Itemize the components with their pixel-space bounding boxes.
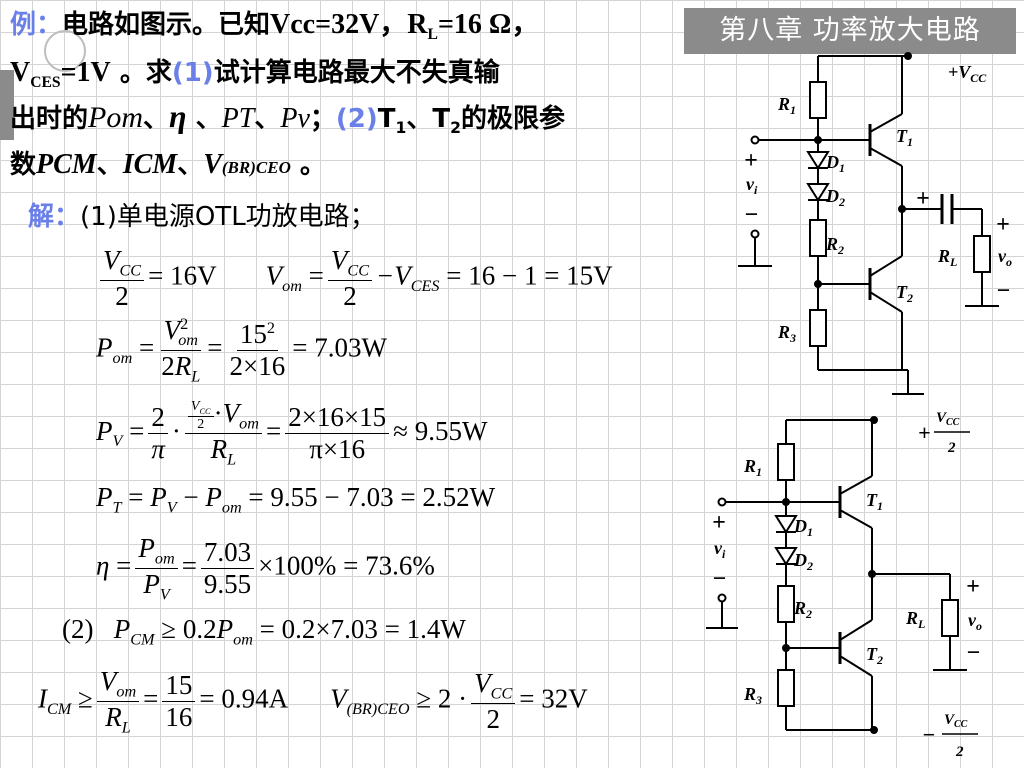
- svg-text:D2: D2: [825, 186, 845, 209]
- resistor-r3: [809, 309, 827, 347]
- svg-text:RL: RL: [905, 608, 925, 631]
- problem-line-3: 出时的Pom、η 、PT、Pv；(2)T1、T2的极限参: [10, 98, 566, 138]
- example-label: 例：: [10, 10, 63, 40]
- svg-text:R1: R1: [743, 456, 762, 479]
- svg-text:T1: T1: [896, 126, 913, 149]
- chapter-title: 第八章 功率放大电路: [684, 8, 1016, 54]
- resistor-r3-b: [777, 669, 795, 707]
- diode-d1: [806, 151, 830, 170]
- svg-text:VCC: VCC: [936, 410, 960, 428]
- svg-text:T2: T2: [896, 282, 913, 305]
- svg-text:VCC: VCC: [944, 712, 968, 730]
- svg-text:RL: RL: [937, 246, 957, 269]
- svg-text:vo: vo: [968, 610, 982, 633]
- sidebar-bar: [0, 70, 14, 140]
- svg-text:R1: R1: [777, 94, 796, 117]
- svg-text:+: +: [744, 148, 758, 174]
- resistor-r1: [809, 81, 827, 119]
- equation-6: (2) PCM ≥ 0.2Pom = 0.2×7.03 = 1.4W: [62, 614, 466, 649]
- diode-d2: [806, 183, 830, 202]
- svg-text:+: +: [996, 212, 1010, 238]
- otl-circuit-diagram: +VCC R1 T1 D1 D2 R2 T2 R3 RL vi vo + − +…: [738, 52, 1012, 395]
- decorative-ring: [44, 30, 86, 72]
- resistor-r2-b: [777, 585, 795, 623]
- resistor-r2: [809, 219, 827, 257]
- svg-text:−: −: [922, 722, 935, 747]
- problem-line-4: 数PCM、ICM、V(BR)CEO 。: [10, 149, 326, 180]
- svg-text:R3: R3: [743, 684, 762, 707]
- svg-text:D2: D2: [793, 550, 813, 573]
- resistor-rl-b: [941, 599, 959, 637]
- solution-label: 解：: [28, 202, 81, 232]
- svg-text:T2: T2: [866, 644, 883, 667]
- resistor-rl: [973, 235, 991, 273]
- svg-text:R3: R3: [777, 322, 796, 345]
- svg-text:+: +: [918, 420, 931, 445]
- ocl-circuit-diagram: + VCC 2 R1 T1 D1 D2 R2 T2 R3 RL vi vo + …: [706, 410, 982, 760]
- diode-d1-b: [774, 515, 798, 534]
- problem-line-1: 例：电路如图示。已知Vcc=32V，RL=16 Ω，: [10, 9, 540, 44]
- equation-4: PT = PV − Pom = 9.55 − 7.03 = 2.52W: [96, 482, 496, 517]
- svg-text:+: +: [712, 510, 726, 536]
- diode-d2-b: [774, 547, 798, 566]
- svg-text:−: −: [966, 640, 981, 666]
- vcc-node: [904, 52, 912, 60]
- svg-text:+VCC: +VCC: [948, 62, 987, 85]
- svg-text:D1: D1: [825, 152, 845, 175]
- svg-text:T1: T1: [866, 490, 883, 513]
- resistor-r1-b: [777, 443, 795, 481]
- solution-line-1: 解：(1)单电源OTL功放电路；: [28, 202, 376, 232]
- svg-text:R2: R2: [793, 598, 812, 621]
- svg-text:+: +: [916, 186, 930, 212]
- svg-text:R2: R2: [825, 234, 844, 257]
- svg-text:vi: vi: [714, 538, 726, 561]
- svg-text:D1: D1: [793, 516, 813, 539]
- input-terminal-top: [750, 135, 760, 145]
- svg-text:−: −: [744, 202, 759, 228]
- problem-line-2: VCES=1V 。求(1)试计算电路最大不失真输: [10, 57, 500, 92]
- svg-text:−: −: [712, 566, 727, 592]
- svg-text:2: 2: [955, 744, 964, 760]
- svg-text:−: −: [996, 278, 1011, 304]
- svg-text:+: +: [966, 574, 980, 600]
- svg-text:vo: vo: [998, 246, 1012, 269]
- svg-text:vi: vi: [746, 174, 758, 197]
- svg-text:2: 2: [947, 440, 956, 456]
- input-terminal-bottom: [750, 229, 760, 239]
